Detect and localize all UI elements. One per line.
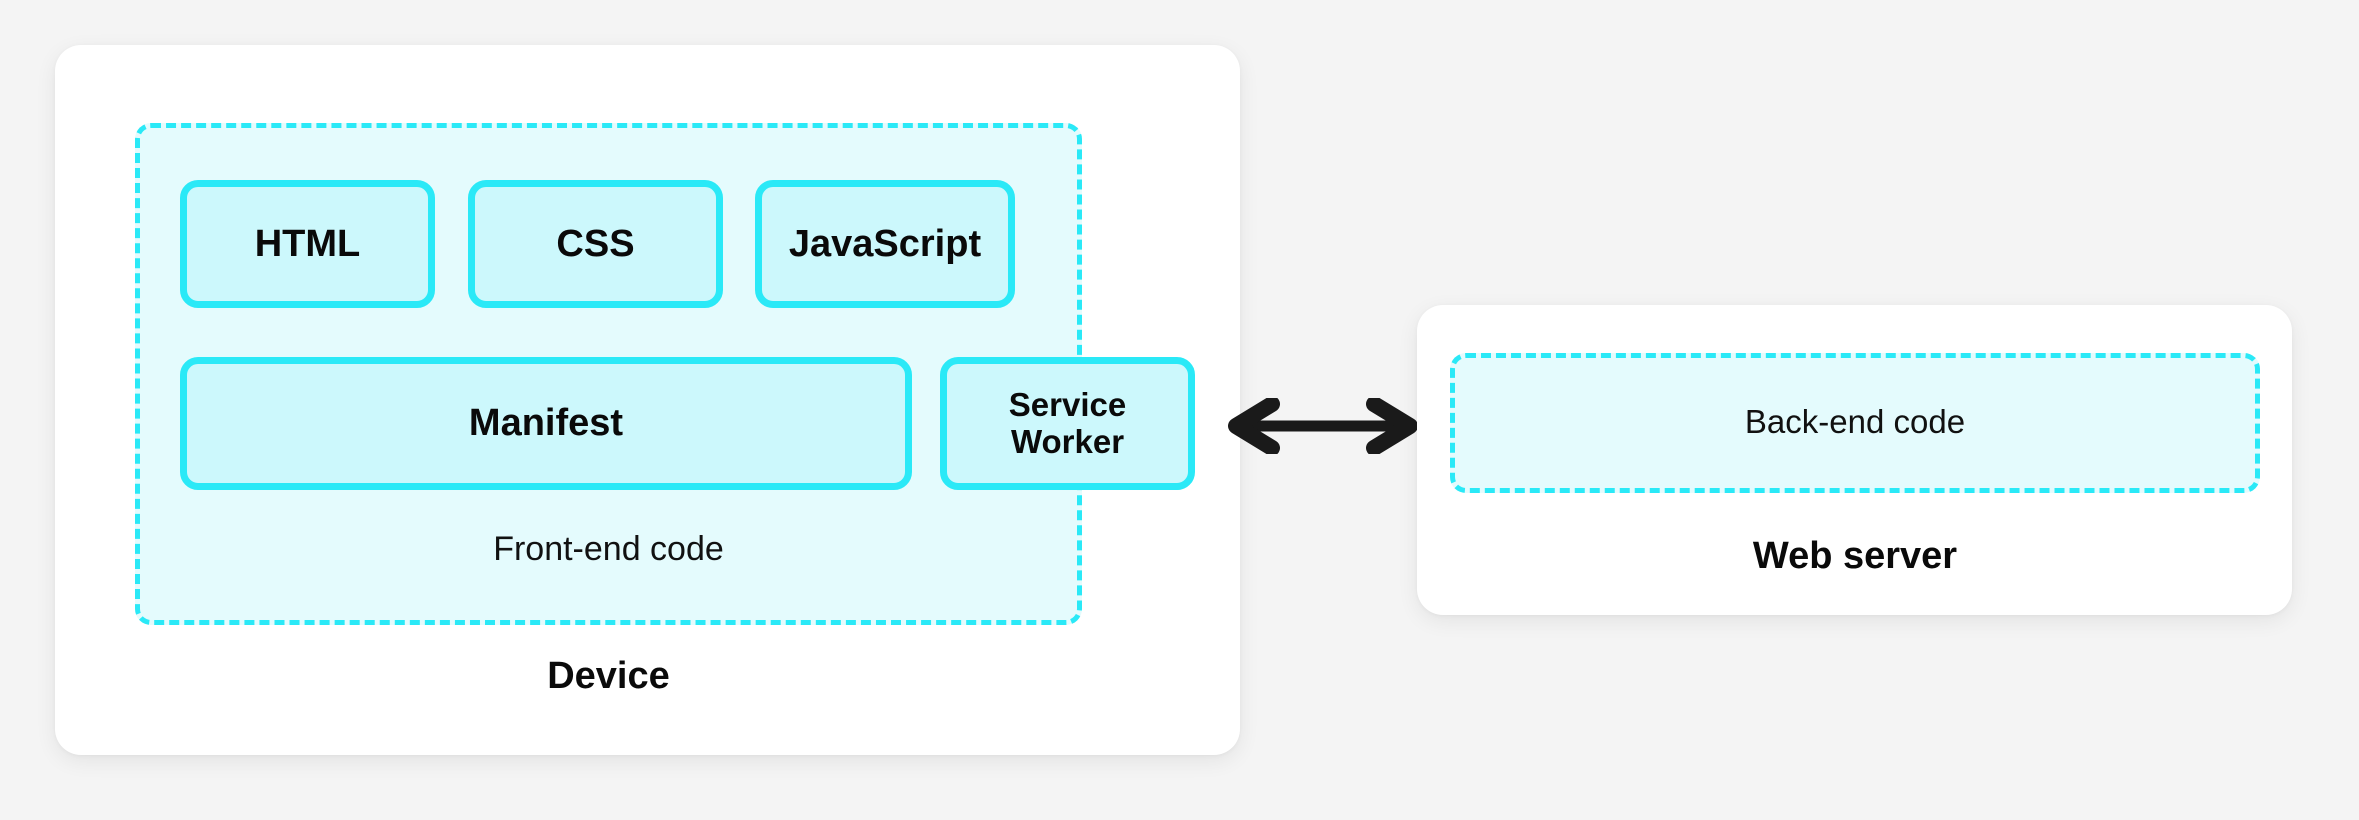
web-server-title: Web server	[1752, 535, 1958, 577]
component-label-service-worker: Service Worker	[1008, 385, 1127, 461]
frontend-code-caption: Front-end code	[493, 530, 724, 568]
component-label-javascript: JavaScript	[788, 222, 982, 265]
service-worker-label-line2: Worker	[1010, 422, 1125, 460]
component-label-html: HTML	[254, 222, 361, 265]
double-arrow-icon	[1228, 398, 1418, 454]
component-box-manifest[interactable]: Manifest	[180, 357, 912, 490]
component-label-css: CSS	[556, 222, 635, 265]
component-box-css[interactable]: CSS	[468, 180, 723, 308]
backend-code-group	[1450, 353, 2260, 493]
component-box-service-worker[interactable]: Service Worker	[940, 357, 1195, 490]
component-box-javascript[interactable]: JavaScript	[755, 180, 1015, 308]
device-title: Device	[547, 655, 670, 697]
component-box-html[interactable]: HTML	[180, 180, 435, 308]
backend-code-caption: Back-end code	[1744, 403, 1966, 440]
service-worker-label-line1: Service	[1008, 385, 1127, 423]
component-label-manifest: Manifest	[468, 402, 624, 445]
